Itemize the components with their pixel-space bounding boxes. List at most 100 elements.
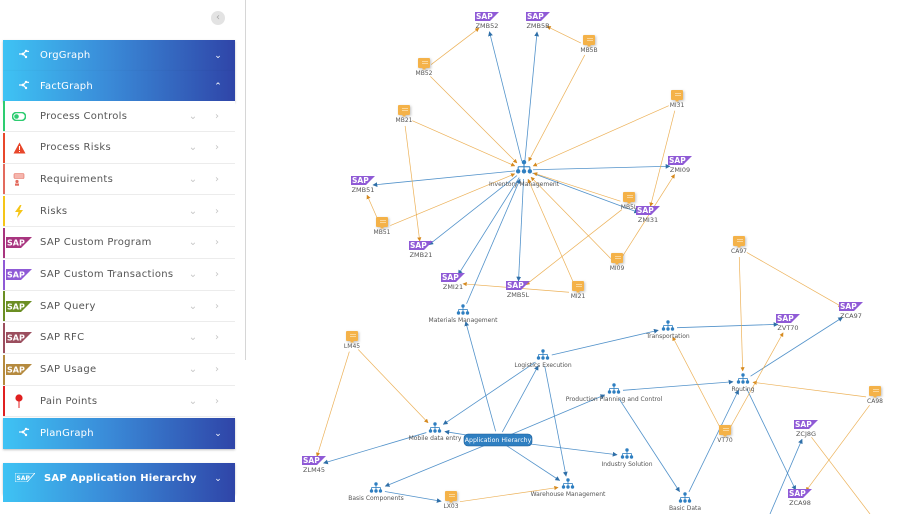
list-item-process-risks[interactable]: Process Risks⌄› — [3, 132, 235, 164]
open-chevron-right-icon[interactable]: › — [215, 269, 219, 280]
list-item-pain-points[interactable]: Pain Points ⌄ › — [3, 386, 235, 418]
expand-chevron-down-icon[interactable]: ⌄ — [188, 173, 198, 185]
sap-logo-icon: SAP — [409, 241, 433, 250]
tcode-node-MI09[interactable]: MI09 — [610, 253, 625, 272]
svg-text:SAP: SAP — [507, 281, 524, 290]
sap-node-label: ZMB51 — [352, 186, 375, 194]
sap-node-label: ZVT70 — [777, 324, 798, 332]
open-chevron-right-icon[interactable]: › — [215, 205, 219, 217]
tcode-node-VT70[interactable]: VT70 — [717, 425, 733, 444]
graph-edge-LM45-mob — [357, 349, 429, 424]
tcode-node-label: MB5L — [621, 204, 638, 211]
graph-edge-LM45-ZLM45 — [316, 351, 350, 457]
tcode-node-label: MI31 — [670, 102, 685, 109]
chevron-up-icon: ⌃ — [214, 81, 222, 92]
hierarchy-node-rou[interactable]: Routing — [731, 373, 755, 393]
graph-edge-VT70-trn — [672, 336, 722, 430]
expand-chevron-down-icon[interactable]: ⌄ — [188, 205, 198, 217]
tcode-node-MI31[interactable]: MI31 — [670, 90, 685, 109]
tcode-node-MB5L[interactable]: MB5L — [621, 192, 638, 211]
tcode-node-LX03[interactable]: LX03 — [443, 491, 459, 510]
hierarchy-node-mat[interactable]: Materials Management — [429, 304, 499, 324]
tcode-node-MB51[interactable]: MB51 — [374, 217, 391, 236]
sap-logo-icon: SAP — [636, 206, 660, 215]
category-color-bar — [3, 259, 5, 290]
list-item-process-controls[interactable]: Process Controls ⌄ › — [3, 101, 235, 132]
hierarchy-node-label: Transportation — [645, 333, 690, 340]
chevron-left-icon: ‹ — [216, 12, 220, 23]
open-chevron-right-icon[interactable]: › — [215, 395, 219, 407]
list-item-requirements[interactable]: Requirements⌄› — [3, 164, 235, 196]
open-chevron-right-icon[interactable]: › — [215, 142, 219, 154]
list-item-label: Pain Points — [40, 395, 98, 407]
hierarchy-node-bsd[interactable]: Basic Data — [669, 492, 701, 512]
tcode-node-MB5B[interactable]: MB5B — [580, 35, 598, 54]
org-hierarchy-icon — [678, 492, 692, 503]
hierarchy-node-ppc[interactable]: Production Planning and Control — [566, 383, 663, 403]
monitor-icon — [418, 58, 430, 70]
list-item-label: Process Controls — [40, 110, 128, 122]
open-chevron-right-icon[interactable]: › — [215, 173, 219, 185]
tcode-node-CA98[interactable]: CA98 — [867, 386, 883, 405]
graph-edge-CA97-ZCA97 — [746, 252, 843, 308]
list-item-risks[interactable]: Risks ⌄ › — [3, 196, 235, 228]
expand-chevron-down-icon[interactable]: ⌄ — [188, 142, 198, 154]
collapse-sidebar-button[interactable]: ‹ — [211, 11, 225, 25]
open-chevron-right-icon[interactable]: › — [215, 300, 219, 312]
tcode-node-LM45[interactable]: LM45 — [344, 331, 360, 350]
tcode-node-MB52[interactable]: MB52 — [416, 58, 433, 77]
svg-text:SAP: SAP — [410, 241, 427, 250]
hierarchy-node-inv[interactable]: Inventory Management — [489, 159, 560, 188]
list-item-label: Risks — [40, 205, 68, 217]
tcode-node-MI21[interactable]: MI21 — [571, 281, 586, 300]
expand-chevron-down-icon[interactable]: ⌄ — [188, 300, 198, 312]
hierarchy-node-log[interactable]: Logistics Execution — [514, 349, 572, 369]
graph-edge-MB5B-ZMB5B — [546, 26, 582, 44]
hierarchy-node-bas[interactable]: Basis Components — [348, 482, 404, 502]
tcode-node-CA97[interactable]: CA97 — [731, 236, 747, 255]
panel-factgraph-header[interactable]: FactGraph ⌃ — [3, 71, 235, 102]
list-item-label: SAP Custom Transactions — [40, 269, 174, 280]
open-chevron-right-icon[interactable]: › — [215, 364, 219, 376]
sap-node-label: ZMI09 — [670, 166, 690, 174]
panel-sap-application-hierarchy-header[interactable]: SAP SAP Application Hierarchy ⌄ — [3, 463, 235, 494]
expand-chevron-down-icon[interactable]: ⌄ — [188, 237, 198, 249]
graph-edge-bottom2-ZCJ8G — [769, 438, 803, 514]
panel-orggraph-header[interactable]: OrgGraph ⌄ — [3, 40, 235, 71]
expand-chevron-down-icon[interactable]: ⌄ — [188, 332, 198, 344]
hierarchy-node-whm[interactable]: Warehouse Management — [531, 478, 606, 498]
hierarchy-node-mob[interactable]: Mobile data entry — [409, 422, 462, 442]
selected-node-application-hierarchy[interactable]: Application Hierarchy — [463, 433, 533, 447]
expand-chevron-down-icon[interactable]: ⌄ — [188, 364, 198, 376]
open-chevron-right-icon[interactable]: › — [215, 237, 219, 249]
open-chevron-right-icon[interactable]: › — [215, 332, 219, 344]
expand-chevron-down-icon[interactable]: ⌄ — [188, 110, 198, 122]
hierarchy-node-trn[interactable]: Transportation — [645, 320, 690, 340]
hierarchy-node-ind[interactable]: Industry Solution — [601, 448, 653, 468]
panel-plangraph-header[interactable]: PlanGraph ⌄ — [3, 418, 235, 449]
expand-chevron-down-icon[interactable]: ⌄ — [188, 269, 198, 280]
graph-edge-app-ppc — [506, 394, 606, 437]
tcode-node-MB21[interactable]: MB21 — [396, 105, 413, 124]
expand-chevron-down-icon[interactable]: ⌄ — [188, 395, 198, 407]
open-chevron-right-icon[interactable]: › — [215, 110, 219, 122]
